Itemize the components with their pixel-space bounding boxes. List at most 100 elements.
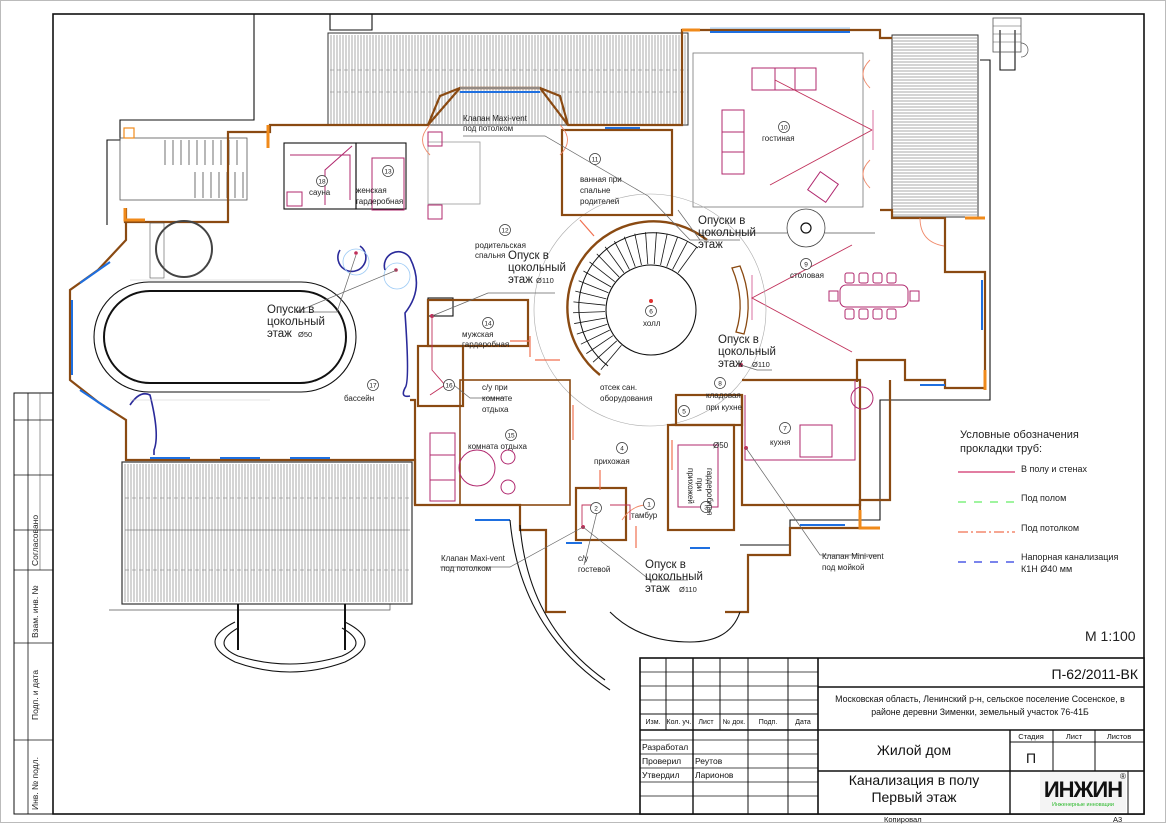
sheet-header: Лист [1066,732,1083,741]
opusk110-3d: Ø110 [679,585,697,594]
d50-kladovaya: Ø50 [713,441,729,450]
label-r3a: гардеробная [705,468,714,515]
label-r13b: гардеробная [356,197,403,206]
chair [858,272,869,284]
opusk110-3c: этаж [645,583,670,595]
opusk110-1d: Ø110 [536,276,554,285]
east-terrace [891,34,979,218]
dining-room [700,208,920,353]
legend-title-b: прокладки труб: [960,443,1042,455]
stamp-agreed: Согласовано [30,515,40,566]
label-r16b: комнате [482,394,513,403]
logo-subtitle: Инженерные инновации [1052,802,1114,808]
opusk110-2c: этаж [718,358,743,370]
legend-item-pressure-2: К1Н Ø40 мм [1021,564,1072,574]
chair [872,308,883,320]
object-name: Жилой дом [877,742,951,758]
label-sanotsek-a: отсек сан. [600,383,637,392]
stair-step [666,236,679,267]
room-number: 12 [501,228,509,235]
stair-step [672,240,688,270]
label-r12a: родительская [475,241,526,250]
label-r18: сауна [309,188,331,197]
label-r4: прихожая [594,457,630,466]
label-r2a: с/у [578,554,588,563]
entry-curve [509,519,741,691]
mini-vent-a: Клапан Mini-vent [822,552,884,561]
label-r14b: гардеробная [462,340,509,349]
room-number: 10 [780,125,788,132]
role-developed: Разработал [642,742,688,752]
side-stamp: Согласовано Взам. инв. № Подп. и дата Ин… [13,392,54,815]
chair [858,308,869,320]
stair-step [634,233,642,266]
label-r10: гостиная [762,134,795,143]
room-number: 6 [649,309,653,316]
room-number: 14 [484,321,492,328]
legend: Условные обозначения прокладки труб: В п… [958,429,1136,644]
maxi-vent-top-a: Клапан Maxi-vent [463,114,528,123]
room-number-circle [779,422,791,434]
opusk110-1a: Опуск в [508,250,549,262]
room-number: 8 [718,381,722,388]
room-number: 13 [384,169,392,176]
room-number-circle [499,224,511,236]
name-checked: Реутов [695,756,723,766]
legend-item-ceiling: Под потолком [1021,523,1079,533]
opuski50-b: цокольный [267,316,325,328]
opuski50-a: Опуски в [267,304,314,316]
room-number-circle [616,442,628,454]
opusk110-3a: Опуск в [645,559,686,571]
room-number-circle [645,305,657,317]
east-stair [992,17,1029,58]
label-r17: бассейн [344,394,374,403]
stair-step [573,301,606,306]
stair-step [578,280,609,294]
format-label: А3 [1113,815,1122,824]
room-number-circle [643,498,655,510]
room-number-circle [382,165,394,177]
stair-step [575,290,607,300]
room-number: 2 [594,506,598,513]
legend-item-underfloor: Под полом [1021,493,1066,503]
room-number: 15 [507,433,515,440]
logo-text: ИНЖИН [1044,777,1122,802]
revision-column-header: Кол. уч. [667,719,692,726]
copied-label: Копировал [884,815,922,824]
room-number: 11 [592,157,599,164]
stair-step [580,329,610,345]
title-block: П-62/2011-ВК Московская область, Ленинск… [639,657,1145,824]
stamp-inv: Инв. № подл. [30,757,40,810]
room-number: 1 [647,502,651,509]
stair-step [653,232,657,265]
label-r1: тамбур [631,511,658,520]
company-logo: ИНЖИН Инженерные инновации ® [1040,772,1126,812]
room-number: 9 [804,262,808,269]
revision-column-header: № док. [723,719,745,726]
stair-step [589,261,615,282]
room-number-circle [700,501,712,513]
hall-stair [533,193,767,427]
opusk110-2a: Опуск в [718,334,759,346]
label-r14a: мужская [462,330,494,339]
room-number: 17 [369,383,377,390]
revision-column-header: Подп. [759,719,778,726]
maxi-vent-top-b: под потолком [463,124,513,133]
chair [844,308,855,320]
room-labels: тамбур с/у гостевой гардеробная при прих… [309,134,824,574]
pool [93,220,418,455]
stair-step [677,246,698,274]
room-number: 7 [783,426,787,433]
label-r16c: отдыха [482,405,509,414]
opuski-b: цокольный [698,227,756,239]
legend-item-pressure: Напорная канализация [1021,552,1118,562]
stair-step [574,317,606,324]
legend-item-floor: В полу и стенах [1021,464,1087,474]
stair-step [623,236,636,267]
room-number: 18 [318,179,326,186]
opusk110-1b: цокольный [508,262,566,274]
role-approved: Утвердил [642,770,680,780]
mini-vent-b: под мойкой [822,563,864,572]
revision-column-header: Дата [795,719,811,726]
label-r11c: родителей [580,197,619,206]
